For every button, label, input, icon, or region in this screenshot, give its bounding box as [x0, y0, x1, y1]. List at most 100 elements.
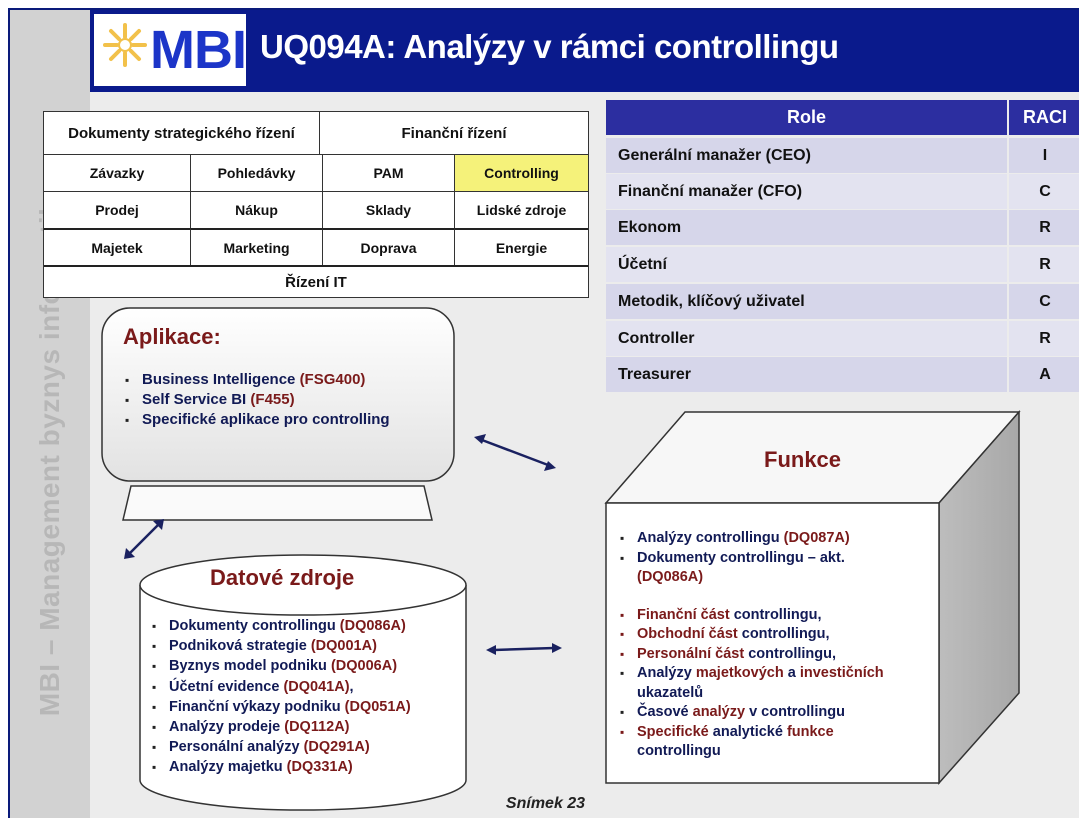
grid-cell: PAM: [322, 154, 454, 191]
raci-row: Metodik, klíčový uživatel C: [606, 284, 1079, 320]
app-title: Aplikace:: [123, 324, 221, 349]
item-text: Analýzy controllingu: [637, 530, 780, 546]
raci-header-role: Role: [606, 100, 1007, 135]
item-text: controllingu,: [733, 606, 822, 623]
raci-role: Metodik, klíčový uživatel: [606, 284, 1007, 319]
item-code: (F455): [250, 391, 295, 408]
sun-logo-icon: [103, 23, 147, 67]
raci-role: Finanční manažer (CFO): [606, 174, 1007, 209]
item-text: a: [787, 665, 796, 681]
raci-header-row: Role RACI: [606, 100, 1079, 136]
grid-cell: Majetek: [44, 228, 190, 265]
item-code: (DQ086A): [637, 569, 704, 585]
list-item: Obchodní část controllingu,: [618, 625, 938, 645]
functions-list-docs: Analýzy controllingu (DQ087A) Dokumenty …: [618, 529, 938, 588]
item-emphasis: analýzy: [692, 704, 746, 720]
item-text: analytické: [712, 723, 783, 740]
item-text: controllingu,: [748, 645, 837, 662]
raci-role: Účetní: [606, 247, 1007, 282]
item-text: Dokumenty controllingu – akt.: [637, 549, 845, 566]
list-item: Finanční část controllingu,: [618, 606, 938, 626]
item-text: Dokumenty controllingu: [169, 618, 336, 634]
list-item: Specifické analytické funkce controllingu: [618, 723, 938, 762]
list-item: Personální analýzy (DQ291A): [150, 737, 470, 757]
item-text: Podniková strategie: [169, 638, 307, 655]
item-text: ukazatelů: [637, 684, 704, 701]
list-item: Byznys model podniku (DQ006A): [150, 656, 470, 676]
item-text: Specifické aplikace pro controlling: [142, 411, 390, 428]
list-item: Specifické aplikace pro controlling: [123, 410, 453, 430]
raci-role: Treasurer: [606, 357, 1007, 392]
grid-cell-controlling: Controlling: [454, 154, 588, 191]
logo: MBI: [94, 14, 247, 86]
slide-title: UQ094A: Analýzy v rámci controllingu: [260, 28, 839, 65]
list-item: Podniková strategie (DQ001A): [150, 636, 470, 656]
grid-cell: Doprava: [322, 228, 454, 265]
process-grid: Dokumenty strategického řízení Finanční …: [43, 111, 589, 298]
item-code: (DQ051A): [344, 698, 411, 715]
db-title: Datové zdroje: [210, 565, 355, 590]
list-item: Analýzy majetkových a investičních ukazat…: [618, 664, 938, 703]
item-text: Byznys model podniku: [169, 658, 327, 675]
item-text: v controllingu: [749, 704, 845, 720]
list-item: Finanční výkazy podniku (DQ051A): [150, 697, 470, 717]
raci-value: R: [1009, 247, 1079, 282]
grid-cell: Sklady: [322, 191, 454, 228]
list-item: Analýzy prodeje (DQ112A): [150, 717, 470, 737]
grid-cell: Lidské zdroje: [454, 191, 588, 228]
list-item: Analýzy controllingu (DQ087A): [618, 529, 938, 549]
list-item: Účetní evidence (DQ041A),: [150, 677, 470, 697]
item-emphasis: Obchodní část: [637, 626, 738, 642]
list-item: Personální část controllingu,: [618, 645, 938, 665]
raci-value: A: [1009, 357, 1079, 392]
list-item: Analýzy majetku (DQ331A): [150, 757, 470, 777]
raci-row: Controller R: [606, 321, 1079, 357]
list-item: Časové analýzy v controllingu: [618, 703, 938, 723]
item-text: Časové: [637, 704, 689, 720]
grid-cell: Závazky: [44, 154, 190, 191]
item-text: Analýzy: [637, 665, 692, 681]
monitor-stand: [122, 485, 433, 521]
arrow-app-data: [124, 519, 164, 559]
item-text: controllingu: [637, 743, 721, 759]
grid-footer-it: Řízení IT: [44, 265, 588, 297]
raci-header-raci: RACI: [1009, 100, 1079, 135]
item-code: (DQ086A): [339, 618, 406, 634]
raci-row: Generální manažer (CEO) I: [606, 138, 1079, 174]
raci-value: I: [1009, 138, 1079, 173]
item-text: Self Service BI: [142, 391, 247, 408]
slide-number: Snímek 23: [505, 795, 586, 812]
raci-row: Treasurer A: [606, 357, 1079, 393]
raci-role: Ekonom: [606, 210, 1007, 245]
raci-role: Generální manažer (CEO): [606, 138, 1007, 173]
item-text: Business Intelligence: [142, 371, 296, 388]
item-code: (FSG400): [299, 371, 366, 388]
item-code: (DQ112A): [284, 719, 350, 736]
list-item: Dokumenty controllingu – akt. (DQ086A): [618, 549, 938, 588]
grid-cell: Energie: [454, 228, 588, 265]
grid-header-finance: Finanční řízení: [319, 112, 588, 154]
item-emphasis: investičních: [799, 665, 884, 681]
item-text: Analýzy majetku: [169, 759, 283, 776]
item-emphasis: Specifické: [637, 723, 709, 740]
list-item: Dokumenty controllingu (DQ086A): [150, 616, 470, 636]
item-text: Analýzy prodeje: [169, 719, 281, 736]
item-code: (DQ291A): [303, 739, 370, 756]
item-emphasis: majetkových: [695, 665, 784, 681]
raci-value: C: [1009, 174, 1079, 209]
item-emphasis: funkce: [786, 723, 834, 740]
app-list: Business Intelligence (FSG400) Self Serv…: [123, 370, 453, 430]
arrow-data-functions: [486, 643, 562, 655]
database-top: [139, 554, 467, 616]
item-text: Personální analýzy: [169, 739, 300, 756]
raci-row: Ekonom R: [606, 210, 1079, 246]
item-code: (DQ331A): [286, 759, 353, 776]
grid-cell: Nákup: [190, 191, 322, 228]
grid-header-strategic: Dokumenty strategického řízení: [68, 124, 295, 142]
item-code: (DQ041A): [283, 678, 350, 695]
arrow-app-functions: [474, 434, 556, 471]
functions-list-parts: Finanční část controllingu, Obchodní čás…: [618, 606, 938, 762]
raci-row: Finanční manažer (CFO) C: [606, 174, 1079, 210]
item-code: (DQ001A): [310, 638, 377, 655]
functions-title: Funkce: [764, 447, 842, 472]
